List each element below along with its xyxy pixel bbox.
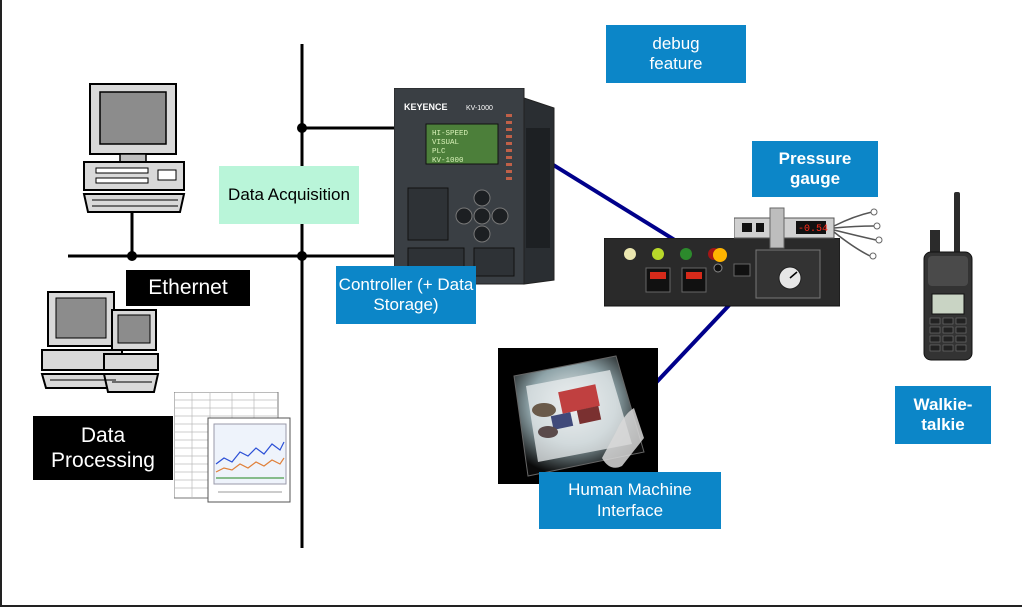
data-processing-label: Data Processing bbox=[33, 416, 173, 480]
junction-dot bbox=[127, 251, 137, 261]
control-panel-device bbox=[604, 238, 840, 307]
pressure-sensor-device: -0.54 bbox=[734, 207, 883, 260]
pressure-gauge-label: Pressure gauge bbox=[752, 141, 878, 197]
hmi-text: Human Machine Interface bbox=[568, 480, 692, 520]
hmi-touchscreen-image bbox=[498, 348, 658, 484]
plc-screen-line: VISUAL bbox=[432, 139, 460, 147]
frame-left-border bbox=[0, 0, 2, 607]
plc-model-label: KV-1000 bbox=[466, 105, 493, 112]
walkie-talkie-text: Walkie-talkie bbox=[913, 394, 973, 434]
ethernet-label: Ethernet bbox=[126, 270, 250, 306]
plc-controller-device: KEYENCE KV-1000 HI-SPEED VISUAL PLC KV-1… bbox=[394, 88, 555, 285]
hmi-label: Human Machine Interface bbox=[539, 472, 721, 529]
junction-dot bbox=[297, 123, 307, 133]
pressure-gauge-text: Pressure gauge bbox=[778, 148, 852, 188]
plc-screen-line: HI-SPEED bbox=[432, 130, 469, 138]
controller-text: Controller (+ Data Storage) bbox=[338, 274, 474, 314]
plc-screen-line: KV-1000 bbox=[432, 157, 464, 165]
debug-feature-label: debug feature bbox=[606, 25, 746, 83]
walkie-talkie-label: Walkie-talkie bbox=[895, 386, 991, 444]
controller-label: Controller (+ Data Storage) bbox=[336, 266, 476, 324]
data-processing-computers-icon bbox=[40, 291, 160, 393]
spreadsheet-report-icon bbox=[174, 392, 291, 503]
data-acquisition-text: Data Acquisition bbox=[228, 184, 350, 204]
ethernet-text: Ethernet bbox=[148, 276, 228, 300]
frame-bottom-border bbox=[0, 605, 1022, 607]
junction-dot bbox=[297, 251, 307, 261]
gauge-readout: -0.54 bbox=[798, 224, 828, 235]
plc-brand-label: KEYENCE bbox=[404, 102, 448, 112]
walkie-talkie-icon bbox=[923, 192, 973, 361]
data-acquisition-label: Data Acquisition bbox=[219, 166, 359, 224]
workstation-computer-icon bbox=[82, 83, 186, 213]
debug-feature-text: debug feature bbox=[649, 33, 703, 73]
data-processing-text: Data Processing bbox=[51, 423, 155, 472]
plc-screen-line: PLC bbox=[432, 148, 446, 156]
